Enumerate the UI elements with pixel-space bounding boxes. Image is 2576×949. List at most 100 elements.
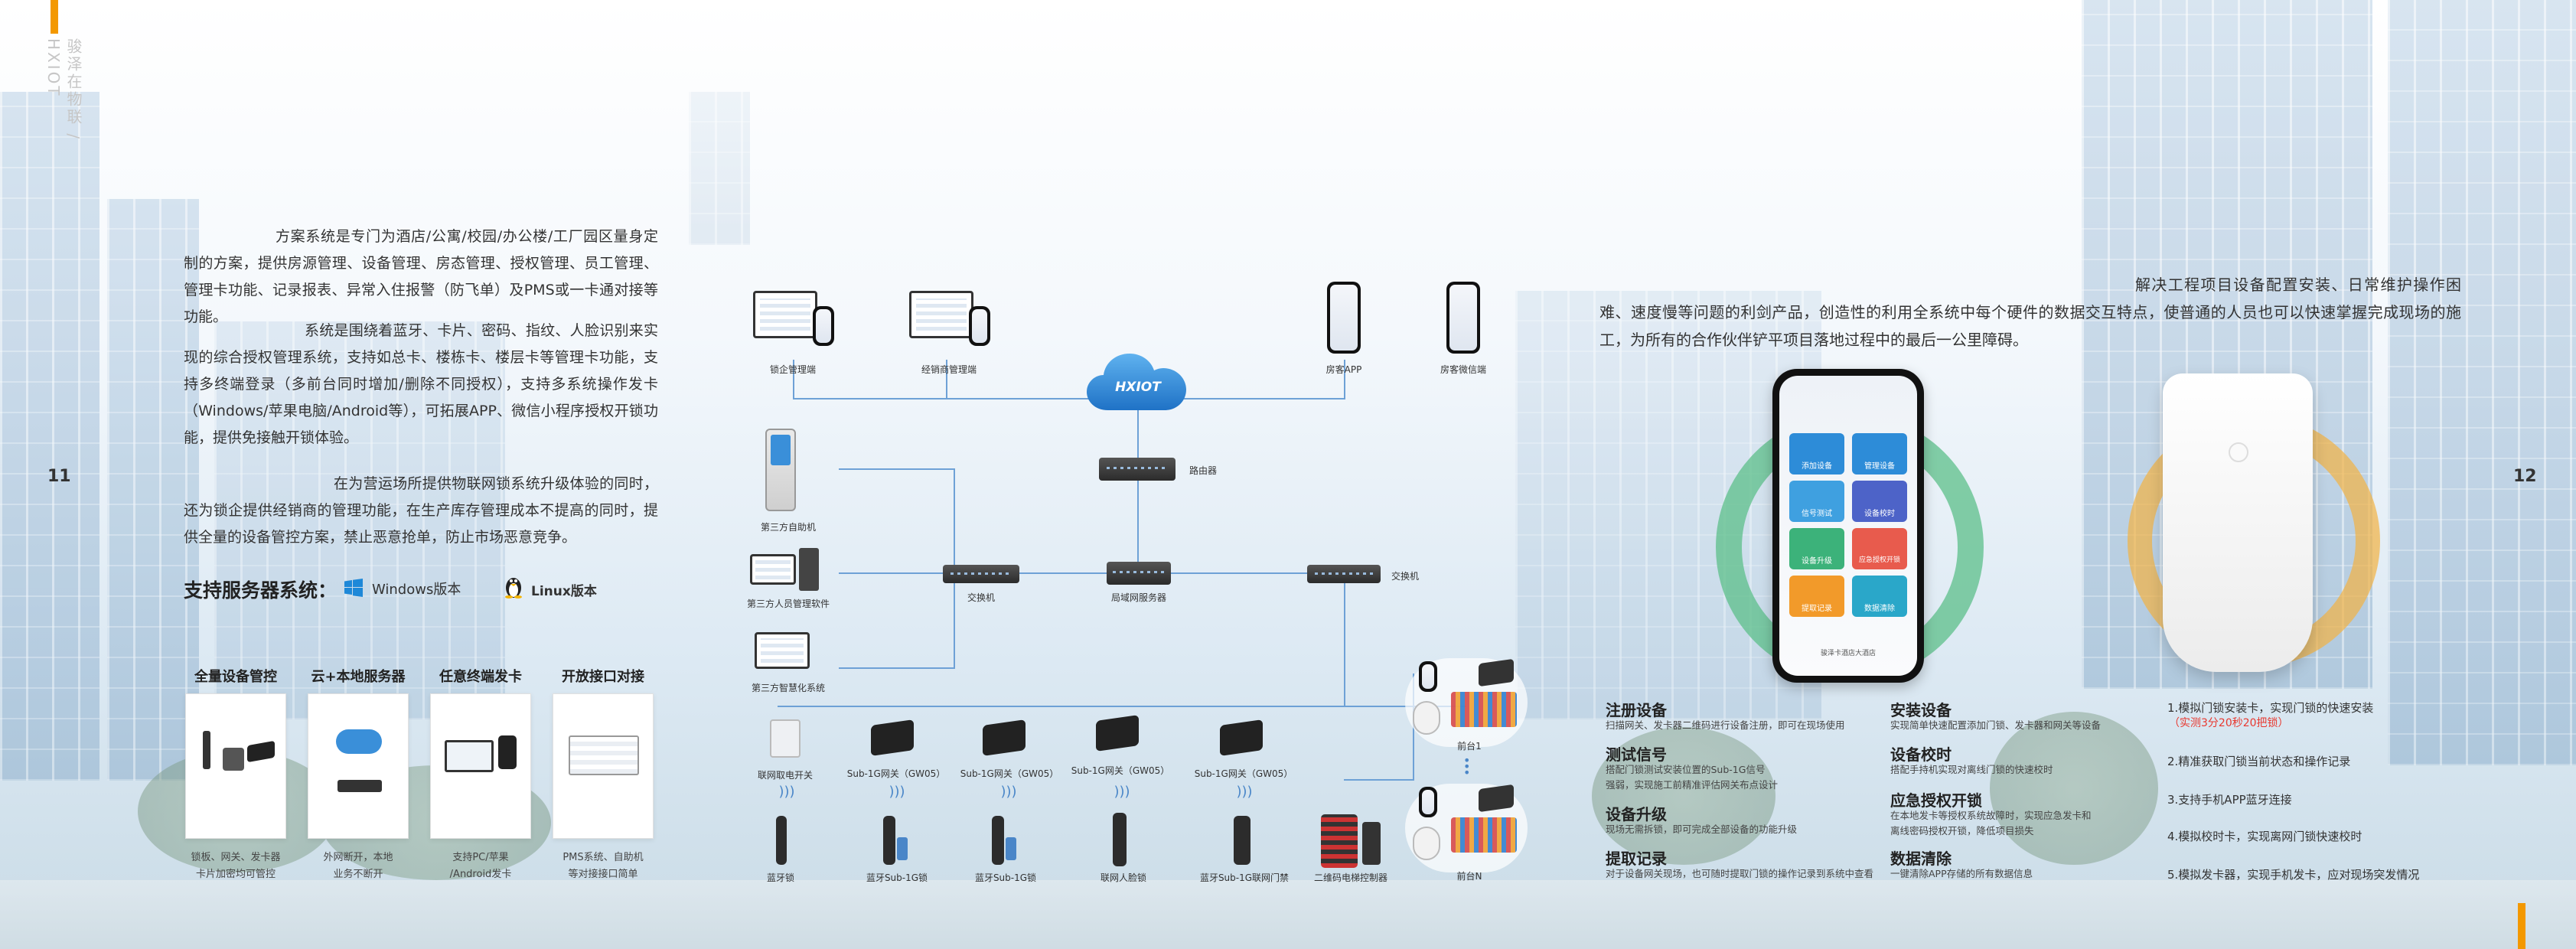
wireless-signal-icon: ))) <box>778 784 795 800</box>
windows-version-label: Windows版本 <box>372 582 461 598</box>
list-item-2: 2.精准获取门锁当前状态和操作记录 <box>2167 755 2351 768</box>
gateway-icon <box>871 719 914 756</box>
intro-paragraph-1: 方案系统是专门为酒店/公寓/校园/办公楼/工厂园区量身定制的方案，提供房源管理、… <box>184 228 658 325</box>
feature-card-any-terminal <box>430 693 531 839</box>
app-tile-add-device[interactable]: 添加设备 <box>1789 433 1844 475</box>
handheld-button-icon <box>2229 442 2248 462</box>
node-door-access-label: 蓝牙Sub-1G联网门禁 <box>1199 872 1290 883</box>
section-desc-signal-test: 搭配门锁测试安装位置的Sub-1G信号 强弱，实现施工前精准评估网关布点设计 <box>1606 764 1779 791</box>
kiosk-icon <box>765 429 796 511</box>
node-qr-ctrl-label: 二维码电梯控制器 <box>1313 872 1387 883</box>
section-title-install: 安装设备 <box>1890 701 1952 719</box>
background-building <box>0 92 99 781</box>
node-gw2-label: Sub-1G网关（GW05） <box>960 768 1059 779</box>
feature-card-cloud-local <box>308 693 409 839</box>
list-item-5: 5.模拟发卡器，实现手机发卡，应对现场突发情况 <box>2167 868 2420 882</box>
page-number-left: 11 <box>47 467 71 486</box>
wireless-signal-icon: ))) <box>1236 784 1253 800</box>
app-tile-device-time[interactable]: 设备校时 <box>1852 481 1907 522</box>
list-item-1-note: （实测3分20秒20把锁） <box>2169 717 2289 729</box>
feature-title-open-api: 开放接口对接 <box>562 669 644 685</box>
wireless-signal-icon: ))) <box>1114 784 1130 800</box>
list-item-1: 1.模拟门锁安装卡，实现门锁的快速安装 <box>2167 701 2374 715</box>
card-reader-icon <box>247 740 275 763</box>
app-tile-manage-device[interactable]: 管理设备 <box>1852 433 1907 475</box>
monitor-icon <box>753 291 817 338</box>
feature-title-cloud-local: 云+本地服务器 <box>311 669 406 685</box>
node-gw3-label: Sub-1G网关（GW05） <box>1071 765 1170 776</box>
node-lock-sub2-label: 蓝牙Sub-1G锁 <box>974 872 1037 883</box>
feature-caption-any-terminal: 支持PC/苹果 /Android发卡 <box>449 852 512 880</box>
phone-icon <box>813 306 834 346</box>
background-building <box>214 321 505 719</box>
app-tile-clear-data[interactable]: 数据清除 <box>1852 576 1907 617</box>
server-icon <box>1107 562 1171 585</box>
node-lock-sub1-label: 蓝牙Sub-1G锁 <box>866 872 928 883</box>
linux-penguin-icon <box>504 574 523 598</box>
lock-accessory-icon <box>1006 837 1016 860</box>
elevator-controller-icon <box>1321 814 1358 868</box>
node-dealer-mgmt-label: 经销商管理端 <box>921 364 977 375</box>
node-tenant-wechat-label: 房客微信端 <box>1440 364 1486 375</box>
node-front-desk-1-label: 前台1 <box>1457 741 1482 752</box>
accent-bar-bottom <box>2518 903 2525 949</box>
node-front-desk-n-label: 前台N <box>1456 871 1482 882</box>
server-box-icon <box>337 780 382 792</box>
background-building <box>107 199 199 781</box>
node-tenant-app-label: 房客APP <box>1325 364 1362 375</box>
app-tile-signal-test[interactable]: 信号测试 <box>1789 481 1844 522</box>
section-desc-install: 实现简单快速配置添加门锁、发卡器和网关等设备 <box>1890 719 2102 731</box>
more-dots-icon: ••• <box>1463 753 1471 780</box>
intro-paragraph-3: 在为营运场所提供物联网锁系统升级体验的同时，还为锁企提供经销商的管理功能，在生产… <box>184 475 658 546</box>
feature-title-device-control: 全量设备管控 <box>194 669 277 685</box>
feature-card-device-control <box>185 693 286 839</box>
link-main-bus <box>839 572 1344 574</box>
background-building <box>689 92 750 245</box>
app-tile-emergency-unlock[interactable]: 应急授权开锁 <box>1852 528 1907 569</box>
sub1g-lock-icon <box>992 816 1004 865</box>
page-number-right: 12 <box>2513 467 2537 486</box>
feature-title-any-terminal: 任意终端发卡 <box>439 669 522 685</box>
phone-icon <box>1327 282 1361 354</box>
cloud-icon: HXIOT <box>1087 354 1189 413</box>
wireless-signal-icon: ))) <box>1000 784 1017 800</box>
feature-card-open-api <box>553 693 654 839</box>
face-lock-icon <box>1113 813 1127 866</box>
node-router-label: 路由器 <box>1189 465 1218 476</box>
monitor-icon <box>445 740 494 772</box>
handheld-device <box>2163 373 2313 672</box>
node-lan-server-label: 局域网服务器 <box>1110 592 1166 603</box>
cloud-brand-label: HXIOT <box>1115 380 1161 395</box>
node-gw4-label: Sub-1G网关（GW05） <box>1194 768 1293 779</box>
bluetooth-lock-icon <box>776 816 787 865</box>
app-tile-fetch-records[interactable]: 提取记录 <box>1789 576 1844 617</box>
link-kiosk <box>839 468 954 470</box>
monitor-icon <box>909 291 973 338</box>
front-desk-1-group <box>1405 658 1528 747</box>
lock-accessory-icon <box>897 837 908 860</box>
accent-bar <box>51 0 58 34</box>
app-tile-device-upgrade[interactable]: 设备升级 <box>1789 528 1844 569</box>
link-switch-down <box>1344 572 1345 706</box>
intro-paragraph-2: 系统是围绕着蓝牙、卡片、密码、指纹、人脸识别来实现的综合授权管理系统，支持如总卡… <box>184 322 658 446</box>
section-title-signal-test: 测试信号 <box>1606 745 1667 764</box>
phone-icon <box>498 735 517 769</box>
section-desc-records: 对于设备网关现场，也可随时提取门锁的操作记录到系统中查看 <box>1606 868 1874 879</box>
section-title-register: 注册设备 <box>1606 701 1667 719</box>
node-kiosk-label: 第三方自助机 <box>760 522 816 533</box>
node-power-switch-label: 联网取电开关 <box>757 770 813 781</box>
link-smart-system <box>839 667 954 669</box>
link-front-desk-n <box>1344 779 1413 781</box>
link-dealer-mgmt <box>946 360 947 399</box>
section-title-clear: 数据清除 <box>1890 850 1952 868</box>
node-switch-left-label: 交换机 <box>967 592 995 603</box>
link-lock-mgmt <box>793 360 794 399</box>
background-road <box>0 880 2576 949</box>
link-cloud-router <box>1137 398 1139 572</box>
node-lock-mgmt-label: 锁企管理端 <box>769 364 816 375</box>
background-tree <box>1592 727 1775 865</box>
cloud-icon <box>336 729 382 754</box>
intro-paragraph-right: 解决工程项目设备配置安装、日常维护操作困难、速度慢等问题的利剑产品，创造性的利用… <box>1599 276 2461 349</box>
router-icon <box>1099 458 1176 481</box>
section-title-emergency: 应急授权开锁 <box>1890 791 1982 810</box>
